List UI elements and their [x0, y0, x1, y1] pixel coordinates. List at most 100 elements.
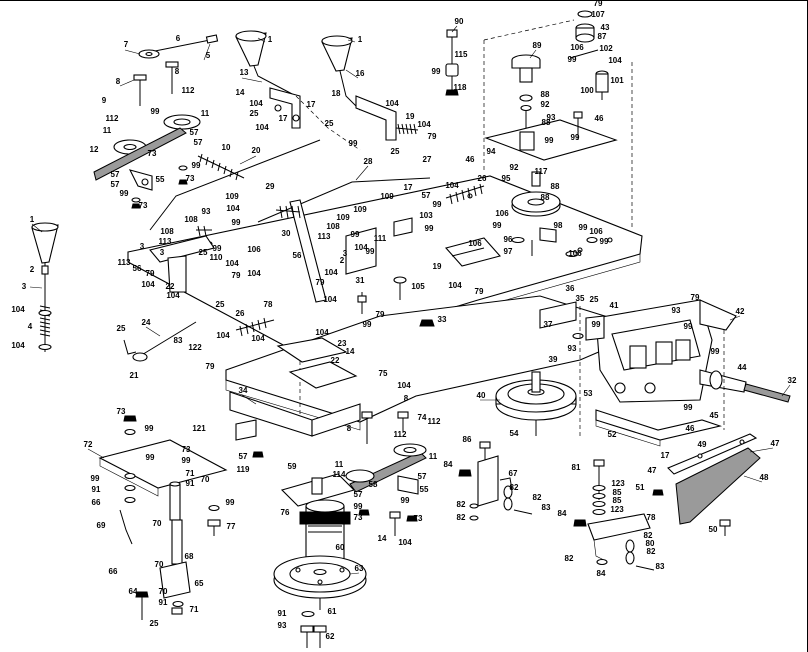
- part-callout-79: 79: [146, 269, 155, 278]
- part-callout-57: 57: [190, 128, 199, 137]
- part-callout-13: 13: [240, 68, 249, 77]
- part-callout-106: 106: [468, 239, 482, 248]
- part-callout-79: 79: [691, 293, 700, 302]
- part-callout-113: 113: [118, 258, 131, 267]
- part-callout-109: 109: [353, 205, 367, 214]
- part-callout-56: 56: [133, 264, 142, 273]
- part-callout-104: 104: [417, 120, 431, 129]
- part-callout-109: 109: [336, 213, 350, 222]
- part-callout-106: 106: [568, 249, 582, 258]
- part-callout-1: 1: [30, 215, 35, 224]
- part-callout-19: 19: [433, 262, 442, 271]
- part-callout-99: 99: [182, 456, 191, 465]
- part-callout-55: 55: [420, 485, 429, 494]
- part-callout-93: 93: [672, 306, 681, 315]
- part-callout-99: 99: [432, 67, 441, 76]
- part-callout-86: 86: [463, 435, 472, 444]
- part-callout-91: 91: [92, 485, 101, 494]
- part-callout-73: 73: [186, 174, 195, 183]
- part-callout-104: 104: [166, 291, 180, 300]
- part-callout-10: 10: [222, 143, 231, 152]
- part-callout-99: 99: [213, 244, 222, 253]
- part-callout-104: 104: [141, 280, 155, 289]
- part-callout-2: 2: [340, 256, 345, 265]
- part-callout-84: 84: [597, 569, 606, 578]
- part-callout-59: 59: [288, 462, 297, 471]
- part-callout-50: 50: [709, 525, 718, 534]
- part-callout-71: 71: [190, 605, 199, 614]
- part-callout-99: 99: [592, 320, 601, 329]
- part-callout-24: 24: [142, 318, 151, 327]
- part-callout-73: 73: [148, 149, 157, 158]
- part-callout-84: 84: [558, 509, 567, 518]
- part-callout-56: 56: [293, 251, 302, 260]
- part-callout-79: 79: [475, 287, 484, 296]
- part-callout-25: 25: [216, 300, 225, 309]
- part-callout-104: 104: [323, 295, 337, 304]
- part-callout-99: 99: [145, 424, 154, 433]
- part-callout-67: 67: [509, 469, 518, 478]
- part-callout-22: 22: [331, 356, 340, 365]
- part-callout-109: 109: [380, 192, 394, 201]
- part-callout-51: 51: [636, 483, 645, 492]
- part-callout-99: 99: [600, 237, 609, 246]
- part-callout-3: 3: [22, 282, 27, 291]
- part-callout-104: 104: [225, 259, 239, 268]
- part-callout-73: 73: [182, 445, 191, 454]
- part-callout-99: 99: [226, 498, 235, 507]
- part-callout-11: 11: [201, 109, 210, 118]
- part-callout-81: 81: [572, 463, 581, 472]
- part-callout-89: 89: [533, 41, 542, 50]
- part-callout-104: 104: [315, 328, 329, 337]
- part-callout-112: 112: [394, 430, 407, 439]
- part-callout-70: 70: [159, 587, 168, 596]
- part-callout-91: 91: [278, 609, 287, 618]
- part-callout-79: 79: [206, 362, 215, 371]
- part-callout-7: 7: [124, 40, 129, 49]
- part-callout-41: 41: [610, 301, 619, 310]
- part-callout-77: 77: [227, 522, 236, 531]
- part-callout-57: 57: [111, 180, 120, 189]
- part-callout-53: 53: [584, 389, 593, 398]
- part-callout-88: 88: [541, 90, 550, 99]
- part-callout-104: 104: [324, 268, 338, 277]
- lower-left-bracket: [98, 415, 264, 620]
- centre-linkages: [123, 177, 485, 362]
- part-callout-82: 82: [565, 554, 574, 563]
- part-callout-73: 73: [354, 513, 363, 522]
- transaxle-assembly: [539, 299, 791, 436]
- part-callout-54: 54: [510, 429, 519, 438]
- part-callout-104: 104: [11, 341, 25, 350]
- part-callout-121: 121: [192, 424, 206, 433]
- part-callout-105: 105: [411, 282, 425, 291]
- part-callout-29: 29: [266, 182, 275, 191]
- part-callout-114: 114: [333, 470, 346, 479]
- part-callout-99: 99: [151, 107, 160, 116]
- part-callout-20: 20: [252, 146, 261, 155]
- part-callout-28: 28: [364, 157, 373, 166]
- part-callout-25: 25: [325, 119, 334, 128]
- part-callout-102: 102: [599, 44, 613, 53]
- part-callout-19: 19: [406, 112, 415, 121]
- part-callout-113: 113: [318, 232, 331, 241]
- part-callout-42: 42: [736, 307, 745, 316]
- part-callout-93: 93: [278, 621, 287, 630]
- part-callout-92: 92: [541, 100, 550, 109]
- part-callout-106: 106: [570, 43, 584, 52]
- lower-right-brackets: [458, 441, 655, 571]
- part-callout-104: 104: [385, 99, 399, 108]
- part-callout-72: 72: [84, 440, 93, 449]
- part-callout-112: 112: [428, 417, 441, 426]
- part-callout-68: 68: [185, 552, 194, 561]
- part-callout-104: 104: [255, 123, 269, 132]
- part-callout-73: 73: [117, 407, 126, 416]
- part-callout-104: 104: [445, 181, 459, 190]
- part-callout-58: 58: [369, 480, 378, 489]
- part-callout-99: 99: [192, 161, 201, 170]
- part-callout-82: 82: [533, 493, 542, 502]
- part-callout-21: 21: [130, 371, 139, 380]
- part-callout-39: 39: [549, 355, 558, 364]
- part-callout-45: 45: [710, 411, 719, 420]
- part-callout-95: 95: [502, 174, 511, 183]
- part-callout-32: 32: [788, 376, 797, 385]
